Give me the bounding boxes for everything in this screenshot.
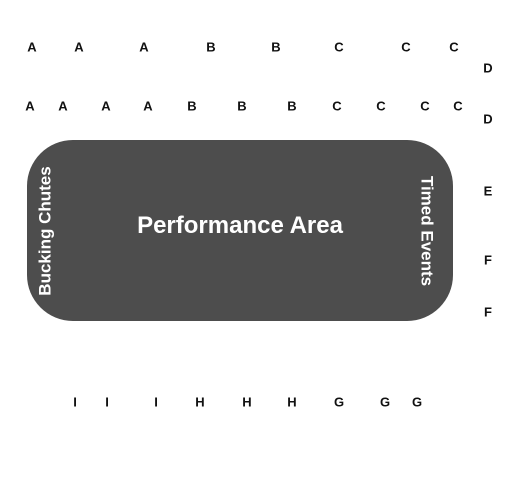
seat-section-top-row-1-4[interactable]: B	[206, 39, 216, 55]
seat-section-top-row-2-2[interactable]: A	[58, 98, 68, 114]
seat-section-right-column-2[interactable]: D	[483, 111, 493, 127]
seat-section-top-row-1-1[interactable]: A	[27, 39, 37, 55]
seat-section-top-row-2-1[interactable]: A	[25, 98, 35, 114]
seat-section-bottom-row-8[interactable]: G	[379, 394, 391, 410]
seat-section-bottom-row-9[interactable]: G	[411, 394, 423, 410]
seat-section-bottom-row-4[interactable]: H	[195, 394, 205, 410]
seat-section-top-row-2-11[interactable]: C	[453, 98, 463, 114]
seat-section-top-row-1-5[interactable]: B	[271, 39, 281, 55]
seat-section-bottom-row-5[interactable]: H	[242, 394, 252, 410]
performance-area[interactable]: Performance Area Bucking Chutes Timed Ev…	[27, 140, 453, 321]
bucking-chutes-label: Bucking Chutes	[35, 165, 55, 296]
seat-section-top-row-2-3[interactable]: A	[101, 98, 111, 114]
seat-section-bottom-row-7[interactable]: G	[333, 394, 345, 410]
seat-section-top-row-2-5[interactable]: B	[187, 98, 197, 114]
arena-title: Performance Area	[137, 212, 343, 239]
seat-section-top-row-2-9[interactable]: C	[376, 98, 386, 114]
seat-section-bottom-row-1[interactable]: I	[73, 394, 77, 410]
seat-section-top-row-2-4[interactable]: A	[143, 98, 153, 114]
seat-section-top-row-1-6[interactable]: C	[334, 39, 344, 55]
seat-section-top-row-1-2[interactable]: A	[74, 39, 84, 55]
seat-section-top-row-2-6[interactable]: B	[237, 98, 247, 114]
seat-section-bottom-row-2[interactable]: I	[105, 394, 109, 410]
seat-section-right-column-3[interactable]: E	[483, 183, 493, 199]
seat-section-right-column-4[interactable]: F	[484, 252, 492, 268]
seat-section-bottom-row-3[interactable]: I	[154, 394, 158, 410]
seat-section-top-row-1-8[interactable]: C	[449, 39, 459, 55]
seat-section-right-column-5[interactable]: F	[484, 304, 492, 320]
seat-section-top-row-1-7[interactable]: C	[401, 39, 411, 55]
seat-section-top-row-2-10[interactable]: C	[420, 98, 430, 114]
seat-section-top-row-1-3[interactable]: A	[139, 39, 149, 55]
seat-section-top-row-2-8[interactable]: C	[332, 98, 342, 114]
seat-section-top-row-2-7[interactable]: B	[287, 98, 297, 114]
timed-events-label: Timed Events	[417, 175, 437, 286]
seat-section-bottom-row-6[interactable]: H	[287, 394, 297, 410]
seat-section-right-column-1[interactable]: D	[483, 60, 493, 76]
